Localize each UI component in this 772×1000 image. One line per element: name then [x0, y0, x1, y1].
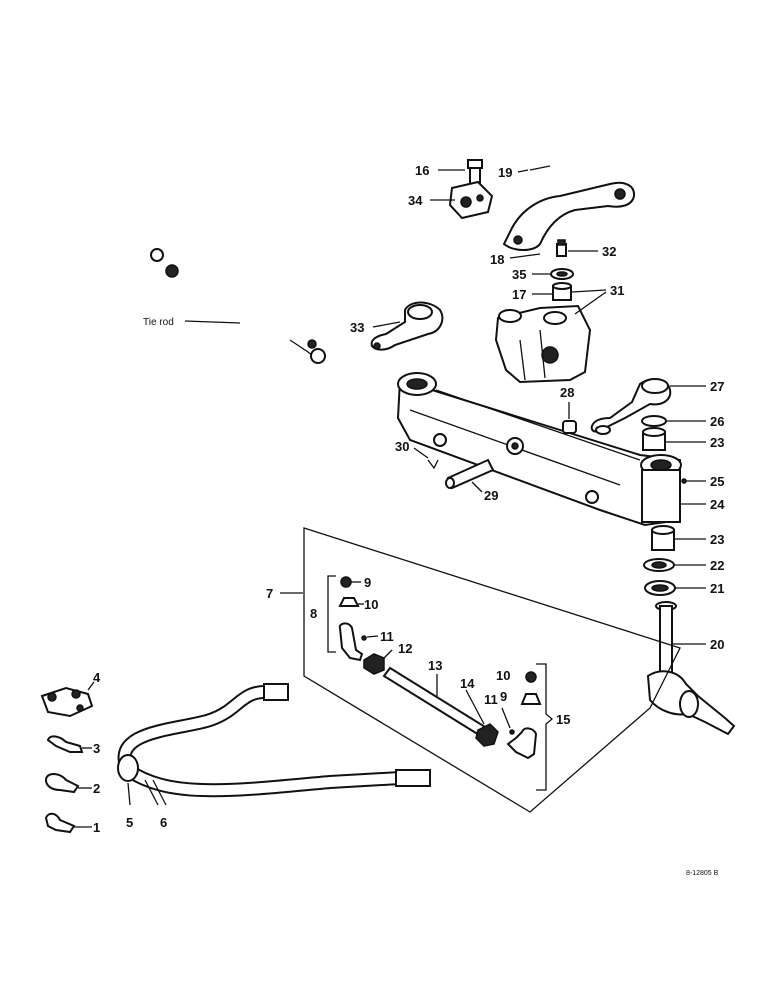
ball-joint-left	[338, 622, 364, 662]
callout-14: 14	[460, 676, 475, 691]
part-24-axle-beam	[396, 372, 682, 527]
part-11-fitting-right	[501, 707, 515, 735]
callout-3: 3	[93, 741, 100, 756]
part-32-fitting	[556, 239, 567, 257]
part-23-bushing-upper	[642, 427, 706, 451]
tie-rod-label: Tie rod	[143, 317, 174, 328]
callout-24: 24	[710, 497, 725, 512]
part-26-ring	[641, 415, 706, 427]
bracket-8	[327, 575, 336, 653]
callout-12: 12	[398, 641, 412, 656]
part-4-clamp-plate	[40, 681, 95, 718]
callout-32: 32	[602, 244, 616, 259]
part-3-clip	[46, 735, 92, 753]
part-30-lockpin	[413, 447, 439, 470]
callout-20: 20	[710, 637, 724, 652]
part-23-bushing-lower	[651, 525, 706, 551]
part-27-arm	[590, 378, 706, 435]
part-34-clamp	[448, 180, 494, 220]
callout-18: 18	[490, 252, 504, 267]
ball-joint-right	[506, 727, 538, 760]
callout-16: 16	[415, 163, 429, 178]
part-20-spindle	[646, 601, 736, 736]
callout-8: 8	[310, 606, 317, 621]
callout-28: 28	[560, 385, 574, 400]
part-16-bolt	[467, 159, 483, 185]
part-17-bushing	[552, 282, 572, 301]
callout-34: 34	[408, 193, 423, 208]
part-2-clip	[44, 773, 92, 794]
part-18-steering-arm	[502, 181, 636, 251]
part-5-cross-tube	[117, 683, 431, 806]
part-25-pin	[681, 478, 706, 484]
callout-23-upper: 23	[710, 435, 724, 450]
callout-22: 22	[710, 558, 724, 573]
part-11-fitting-left	[361, 635, 379, 641]
callout-19: 19	[498, 165, 512, 180]
steering-arm-assembly	[370, 159, 636, 384]
part-33-arm	[370, 301, 444, 351]
callout-30: 30	[395, 439, 409, 454]
callout-9-right: 9	[500, 689, 507, 704]
callout-33: 33	[350, 320, 364, 335]
callout-26: 26	[710, 414, 724, 429]
callout-5: 5	[126, 815, 133, 830]
callout-17: 17	[512, 287, 526, 302]
callout-2: 2	[93, 781, 100, 796]
part-9-nut-right	[525, 671, 537, 683]
callout-4: 4	[93, 670, 101, 685]
part-22-seal	[643, 558, 706, 572]
callout-11-left: 11	[380, 629, 394, 644]
callout-11-right: 11	[484, 692, 498, 707]
callout-23-lower: 23	[710, 532, 724, 547]
callout-29: 29	[484, 488, 498, 503]
callout-25: 25	[710, 474, 724, 489]
callout-35: 35	[512, 267, 526, 282]
part-10-boot-right	[520, 693, 542, 705]
callout-21: 21	[710, 581, 724, 596]
callout-1: 1	[93, 820, 100, 835]
callout-31: 31	[610, 283, 624, 298]
part-10-boot-left	[338, 597, 364, 607]
tube-kit-box	[280, 527, 681, 813]
callout-15: 15	[556, 712, 570, 727]
part-9-nut-left	[340, 576, 361, 588]
part-28-bushing	[562, 402, 577, 434]
tie-rod	[150, 248, 326, 364]
part-1-clip	[44, 812, 92, 834]
callout-13: 13	[428, 658, 442, 673]
part-14-nut	[465, 689, 499, 747]
callout-27: 27	[710, 379, 724, 394]
part-31-bracket	[494, 304, 592, 384]
callout-7: 7	[266, 586, 273, 601]
part-12-nut	[363, 649, 393, 675]
bracket-15	[536, 663, 554, 791]
part-35-washer	[550, 268, 574, 280]
callout-6: 6	[160, 815, 167, 830]
part-19-pin	[529, 165, 551, 171]
callout-10-left: 10	[364, 597, 378, 612]
part-21-thrust-bearing	[644, 580, 706, 596]
drawing-number: 8-12805 B	[686, 870, 719, 877]
callout-labels: 1 2 3 4 5 6 7 8 9 10 11 12 13 14 15 16 1…	[93, 163, 725, 877]
callout-10-right: 10	[496, 668, 510, 683]
callout-9-left: 9	[364, 575, 371, 590]
part-29-kingpin	[445, 458, 495, 493]
